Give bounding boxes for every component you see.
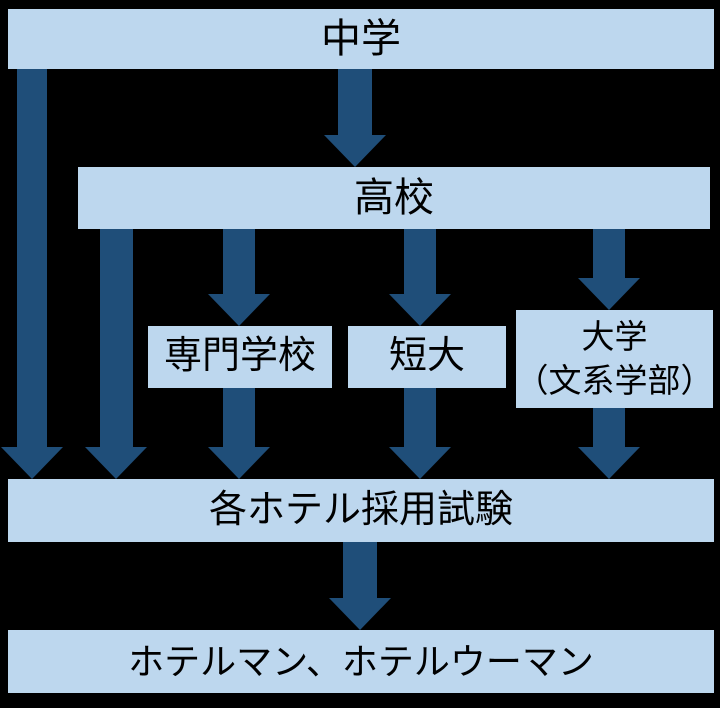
arrow-down-bar (343, 542, 377, 598)
node-university: 大学 （文系学部） (515, 310, 714, 408)
arrow-down-head-icon (329, 598, 391, 630)
node-middle-school-label: 中学 (321, 17, 401, 61)
node-hotelman-hotelwoman-label: ホテルマン、ホテルウーマン (128, 640, 594, 682)
node-vocational-school-label: 専門学校 (163, 335, 316, 378)
node-university-label-line2: （文系学部） (515, 362, 714, 399)
node-vocational-school: 専門学校 (148, 326, 332, 388)
node-middle-school: 中学 (8, 9, 714, 69)
arrow-down-head-icon (208, 447, 270, 479)
node-hotelman-hotelwoman: ホテルマン、ホテルウーマン (8, 630, 714, 693)
node-junior-college-label: 短大 (388, 335, 465, 378)
node-high-school: 高校 (78, 167, 710, 229)
arrow-down-bar (404, 388, 436, 447)
arrow-down-head-icon (324, 135, 386, 167)
arrow-down-head-icon (85, 447, 147, 479)
node-university-label-line1: 大学 (581, 318, 648, 355)
arrow-down-head-icon (1, 447, 63, 479)
node-high-school-label: 高校 (354, 176, 434, 220)
arrow-down-head-icon (578, 278, 640, 310)
arrow-down-bar (593, 229, 625, 278)
arrow-down-bar (100, 229, 133, 447)
arrow-down-bar (338, 69, 372, 135)
arrow-down-bar (17, 69, 47, 447)
node-hotel-employment-exam-label: 各ホテル採用試験 (208, 488, 513, 531)
arrow-down-head-icon (208, 294, 270, 326)
node-hotel-employment-exam: 各ホテル採用試験 (8, 479, 714, 542)
arrow-down-bar (223, 229, 255, 294)
arrow-down-bar (223, 388, 255, 447)
arrow-down-head-icon (389, 294, 451, 326)
node-junior-college: 短大 (348, 326, 506, 388)
arrow-down-head-icon (578, 447, 640, 479)
arrow-down-bar (404, 229, 436, 294)
arrow-down-head-icon (389, 447, 451, 479)
arrow-down-bar (593, 408, 625, 447)
